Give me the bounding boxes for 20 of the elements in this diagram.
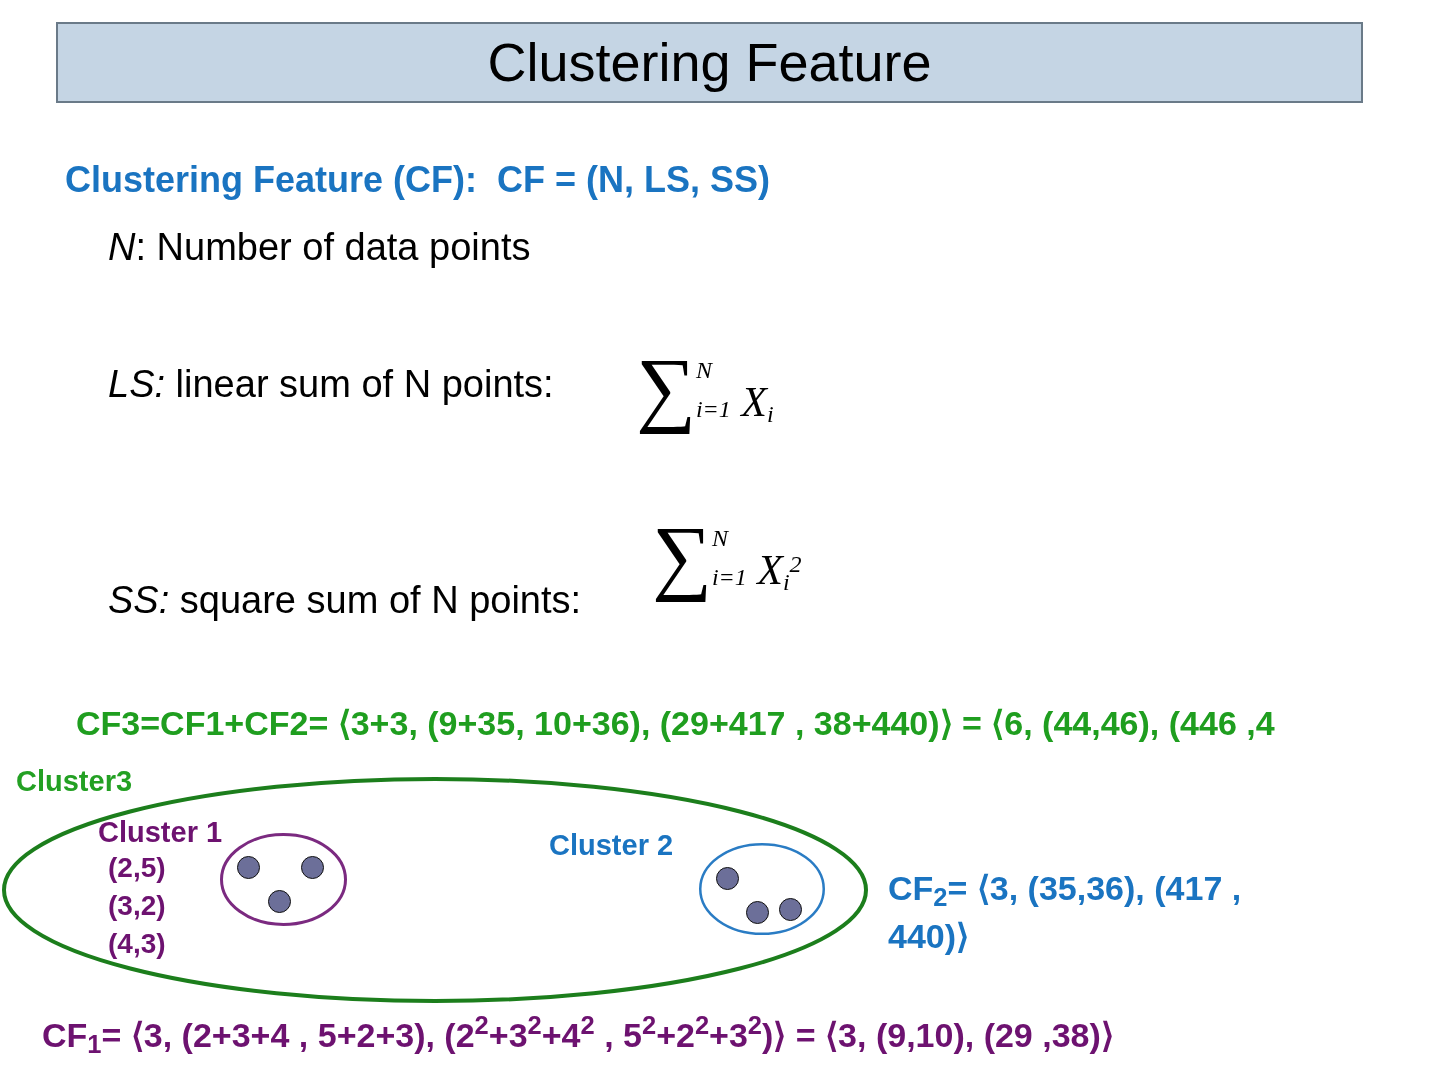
point-coordinates: (4,3) [108, 927, 166, 961]
definition-text: LS: linear sum of N points: [108, 362, 554, 407]
definition-text: N: Number of data points [108, 225, 531, 270]
cf-formula: CF$_{1}$= ⟨3, (2+3+4 , 5+2+3), (2$^{2}$+3$^{2}$+4$^{2}$ , 5$^{2}$+2$^{2}$+3$^{2}$)⟩ = ⟨3, (9,10), (29 ,38)⟩ [42, 1015, 1114, 1056]
cf-formula: CF$_{2}$= ⟨3, (35,36), (417 , 440)⟩ [888, 868, 1243, 957]
data-point-icon [716, 867, 739, 890]
data-point-icon [237, 856, 260, 879]
cluster-label: Cluster3 [16, 764, 133, 798]
point-coordinates: (3,2) [108, 889, 166, 923]
definition-text: SS: square sum of N points: [108, 578, 582, 623]
point-coordinates: (2,5) [108, 851, 166, 885]
cluster-label: Cluster 1 [98, 815, 223, 849]
cf-definition: Clustering Feature (CF): CF = (N, LS, SS) [65, 158, 771, 201]
data-point-icon [301, 856, 324, 879]
title-banner: Clustering Feature [56, 22, 1363, 103]
cluster-label: Cluster 2 [549, 828, 674, 862]
data-point-icon [268, 890, 291, 913]
data-point-icon [746, 901, 769, 924]
data-point-icon [779, 898, 802, 921]
cf-sum-formula: CF3=CF1+CF2= ⟨3+3, (9+35, 10+36), (29+417 , 38+440)⟩ = ⟨6, (44,46), (446 ,4 [76, 703, 1275, 744]
